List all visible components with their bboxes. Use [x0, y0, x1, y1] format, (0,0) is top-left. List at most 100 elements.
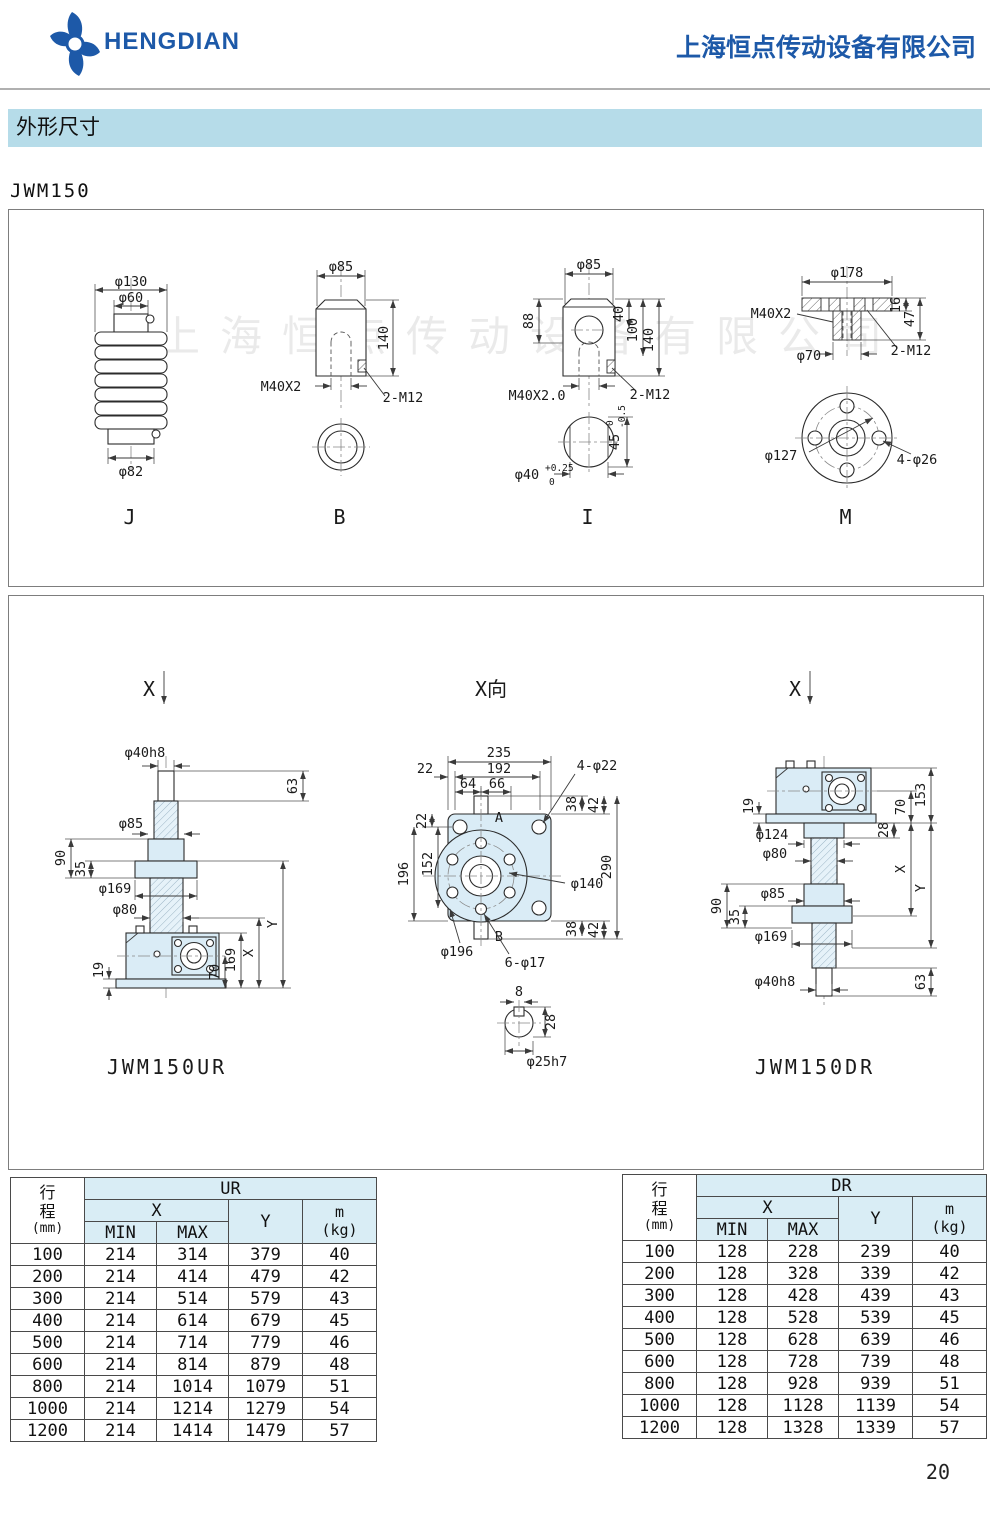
stroke-header: 行程 (mm): [622, 1174, 697, 1241]
view-name-ur: JWM150UR: [107, 1055, 227, 1079]
table-cell: 128: [696, 1394, 768, 1417]
dim-label: 63: [285, 778, 301, 794]
drawing-x-view: X向 A B 235 192 22: [396, 677, 623, 1070]
table-cell: 128: [696, 1416, 768, 1439]
table-cell: 814: [156, 1353, 229, 1376]
dim-label: φ80: [763, 846, 787, 862]
dim-label: φ127: [765, 448, 798, 464]
point-label-b: B: [495, 929, 503, 945]
table-cell: 539: [838, 1306, 913, 1329]
dim-label: φ25h7: [527, 1054, 568, 1070]
table-cell: 54: [911, 1394, 988, 1417]
dim-label: 140: [376, 326, 392, 350]
table-cell: 300: [10, 1287, 85, 1310]
table-cell: 1128: [767, 1394, 839, 1417]
dim-label: φ124: [756, 827, 789, 843]
dim-label: 16: [888, 297, 904, 313]
table-cell: 214: [84, 1265, 157, 1288]
tolerance-label: +0.25: [545, 463, 574, 474]
model-label: JWM150: [10, 180, 91, 202]
tolerance-label: -0.5: [617, 405, 628, 428]
table-cell: 1200: [622, 1416, 697, 1439]
dim-label: 90: [709, 898, 725, 914]
section-title: 外形尺寸: [16, 116, 100, 139]
end-fittings-drawing: φ130 φ60 φ82 J φ85: [94, 257, 937, 529]
table-cell: 51: [301, 1375, 378, 1398]
dim-label: 90: [53, 850, 69, 866]
table-cell: 679: [228, 1309, 303, 1332]
min-header: MIN: [84, 1221, 157, 1244]
table-cell: 239: [838, 1240, 913, 1263]
table-cell: 214: [84, 1375, 157, 1398]
table-cell: 879: [228, 1353, 303, 1376]
table-cell: 43: [301, 1287, 378, 1310]
dim-label: 66: [489, 776, 505, 792]
view-name-dr: JWM150DR: [755, 1055, 875, 1079]
dim-label: 2-M12: [630, 387, 671, 403]
table-cell: 57: [911, 1416, 988, 1439]
table-cell: 614: [156, 1309, 229, 1332]
table-cell: 43: [911, 1284, 988, 1307]
table-cell: 1328: [767, 1416, 839, 1439]
company-name: 上海恒点传动设备有限公司: [675, 34, 976, 62]
table-cell: 1279: [228, 1397, 303, 1420]
table-cell: 928: [767, 1372, 839, 1395]
dim-label: 192: [487, 761, 511, 777]
dim-label: 152: [420, 852, 436, 876]
dim-label: 38: [564, 921, 580, 937]
table-cell: 214: [84, 1243, 157, 1266]
table-cell: 600: [10, 1353, 85, 1376]
table-cell: 800: [622, 1372, 697, 1395]
table-cell: 939: [838, 1372, 913, 1395]
dim-label: φ85: [329, 259, 353, 275]
table-cell: 600: [622, 1350, 697, 1373]
dim-label: φ178: [831, 265, 864, 281]
table-cell: 128: [696, 1284, 768, 1307]
table-cell: 46: [301, 1331, 378, 1354]
table-cell: 54: [301, 1397, 378, 1420]
dim-label: X: [241, 949, 257, 957]
table-cell: 214: [84, 1331, 157, 1354]
dim-label: φ169: [99, 881, 132, 897]
table-cell: 428: [767, 1284, 839, 1307]
table-cell: 739: [838, 1350, 913, 1373]
section-banner: 外形尺寸: [8, 109, 982, 147]
table-cell: 200: [622, 1262, 697, 1285]
fitting-label-j: J: [123, 505, 138, 529]
table-cell: 400: [622, 1306, 697, 1329]
drawing-i-clevis: φ85 88 40 100 140 M40X2.0 2-M12: [509, 257, 671, 529]
table-cell: 128: [696, 1372, 768, 1395]
dim-label: φ169: [755, 929, 788, 945]
table-cell: 414: [156, 1265, 229, 1288]
dim-label: φ196: [441, 944, 474, 960]
dim-label: φ70: [797, 348, 821, 364]
dim-label: 40: [611, 306, 627, 322]
dim-label: φ40h8: [125, 745, 166, 761]
dim-label: φ40: [515, 467, 539, 483]
table-cell: 528: [767, 1306, 839, 1329]
jack-views-drawing-panel: X φ40h8 φ85 90 35 φ169 φ80: [8, 595, 984, 1170]
table-cell: 314: [156, 1243, 229, 1266]
table-cell: 200: [10, 1265, 85, 1288]
table-cell: 1339: [838, 1416, 913, 1439]
table-cell: 479: [228, 1265, 303, 1288]
dim-label: φ130: [115, 274, 148, 290]
dim-label: 22: [417, 761, 433, 777]
dim-label: φ82: [119, 464, 143, 480]
header-divider: [0, 88, 990, 90]
dim-label: 196: [396, 862, 412, 886]
dim-label: 4-φ22: [577, 758, 618, 774]
dim-label: φ40h8: [755, 974, 796, 990]
min-header: MIN: [696, 1218, 768, 1241]
table-cell: 714: [156, 1331, 229, 1354]
hengdian-logo-icon: [50, 12, 100, 76]
table-cell: 128: [696, 1240, 768, 1263]
